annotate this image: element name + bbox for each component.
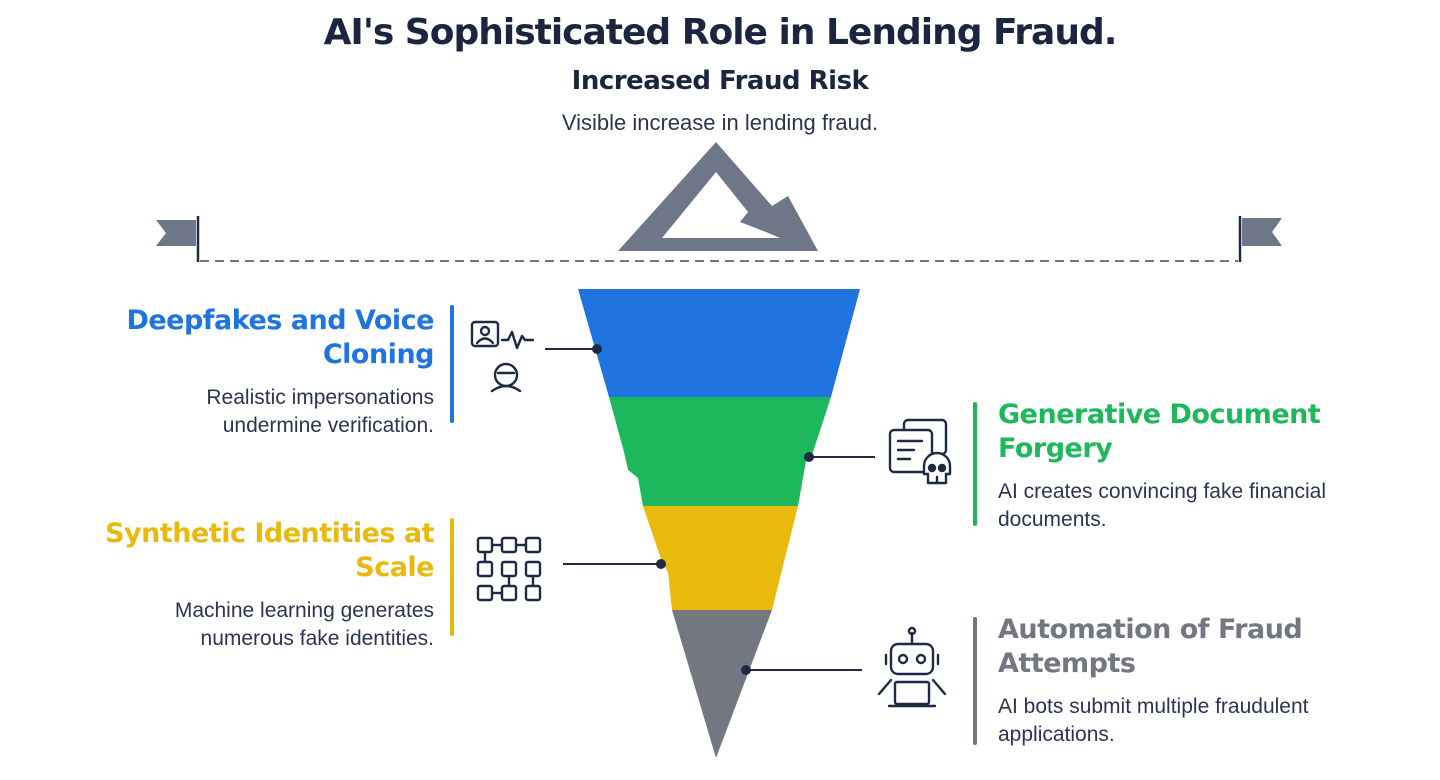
deepfakes-accent-bar	[450, 305, 454, 423]
top-heading: Increased Fraud Risk	[571, 66, 869, 96]
document-forgery-text: AI creates convincing fake financial doc…	[998, 478, 1398, 534]
automation-heading: Automation of Fraud Attempts	[998, 613, 1398, 681]
document-forgery-block: Generative Document Forgery AI creates c…	[998, 398, 1398, 534]
document-forgery-accent-bar	[973, 402, 977, 526]
deepfakes-heading: Deepfakes and Voice Cloning	[100, 304, 434, 372]
funnel-segment-synthetic-identities	[643, 506, 798, 610]
deepfakes-block: Deepfakes and Voice Cloning Realistic im…	[100, 304, 434, 440]
synthetic-identities-heading-line2: Scale	[355, 552, 434, 583]
funnel-segment-automation	[672, 610, 772, 758]
automation-heading-line1: Automation of Fraud	[998, 614, 1303, 645]
document-forgery-heading-line1: Generative Document	[998, 399, 1321, 430]
robot-laptop-icon	[877, 626, 947, 708]
funnel-segment-document-forgery	[609, 397, 831, 506]
mountain-icon	[618, 142, 818, 251]
synthetic-identities-heading-line1: Synthetic Identities at	[105, 518, 434, 549]
deepfakes-text-line2: undermine verification.	[222, 414, 434, 437]
funnel-segment-deepfakes	[578, 289, 860, 397]
document-forgery-text-line2: documents.	[998, 508, 1107, 531]
automation-accent-bar	[973, 617, 977, 745]
automation-heading-line2: Attempts	[998, 648, 1136, 679]
right-flag-icon	[1238, 216, 1282, 262]
automation-text: AI bots submit multiple fraudulent appli…	[998, 693, 1398, 749]
automation-block: Automation of Fraud Attempts AI bots sub…	[998, 613, 1398, 749]
top-text: Visible increase in lending fraud.	[561, 110, 879, 135]
synthetic-identities-heading: Synthetic Identities at Scale	[100, 517, 434, 585]
document-forgery-heading: Generative Document Forgery	[998, 398, 1398, 466]
synthetic-identities-text: Machine learning generates numerous fake…	[100, 597, 434, 653]
forged-document-skull-icon	[888, 418, 952, 485]
connector-document-forgery	[804, 452, 875, 462]
connector-synthetic-identities	[563, 559, 666, 569]
synthetic-identities-text-line2: numerous fake identities.	[200, 627, 434, 650]
left-flag-icon	[156, 216, 200, 262]
page-title: AI's Sophisticated Role in Lending Fraud…	[323, 12, 1118, 53]
deepfakes-heading-line2: Cloning	[322, 339, 435, 370]
connector-deepfakes	[545, 344, 602, 354]
automation-text-line2: applications.	[998, 723, 1115, 746]
deepfakes-heading-line1: Deepfakes and Voice	[126, 305, 434, 336]
deepfakes-text-line1: Realistic impersonations	[206, 386, 434, 409]
document-forgery-heading-line2: Forgery	[998, 433, 1113, 464]
face-voice-icon	[470, 320, 535, 393]
automation-text-line1: AI bots submit multiple fraudulent	[998, 695, 1309, 718]
document-forgery-text-line1: AI creates convincing fake financial	[998, 480, 1327, 503]
connector-automation	[741, 665, 862, 675]
synthetic-identities-accent-bar	[450, 518, 454, 636]
synthetic-identities-text-line1: Machine learning generates	[174, 599, 434, 622]
identity-grid-icon	[476, 536, 542, 602]
deepfakes-text: Realistic impersonations undermine verif…	[100, 384, 434, 440]
synthetic-identities-block: Synthetic Identities at Scale Machine le…	[100, 517, 434, 653]
